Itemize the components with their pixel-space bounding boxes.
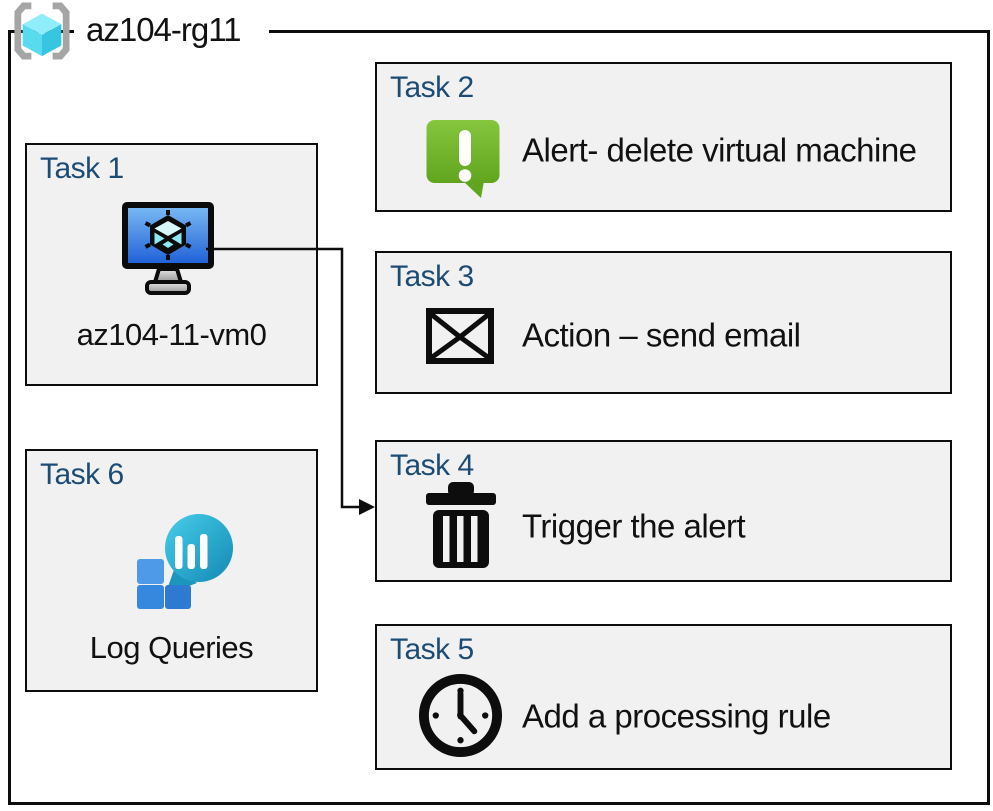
alert-icon (426, 120, 500, 198)
log-queries-icon (137, 514, 233, 609)
task-3-caption: Action – send email (522, 316, 801, 354)
task-box-4: Task 4 Trigger the alert (375, 440, 952, 582)
task-box-1: Task 1 az104-11-v (25, 143, 318, 386)
task-1-caption: az104-11-vm0 (76, 317, 267, 352)
virtual-machine-icon (122, 202, 214, 295)
task-2-caption: Alert- delete virtual machine (522, 131, 917, 169)
task-5-caption: Add a processing rule (522, 697, 831, 735)
task-box-3: Task 3 Action – send email (375, 251, 952, 394)
task-6-caption: Log Queries (89, 630, 254, 665)
task-6-label: Task 6 (40, 458, 124, 491)
resource-group-label: az104-rg11 (74, 10, 269, 52)
task-4-caption: Trigger the alert (522, 507, 746, 545)
task-box-6: Task 6 Log Queries (25, 449, 318, 692)
task-box-5: Task 5 Add a processing rule (375, 624, 952, 770)
clock-icon (418, 673, 503, 758)
email-icon (426, 308, 494, 364)
task-box-2: Task 2 Alert- delete virtual machine (375, 62, 952, 212)
task-4-label: Task 4 (390, 449, 474, 482)
trash-icon (426, 482, 496, 568)
task-1-label: Task 1 (40, 152, 124, 185)
task-3-label: Task 3 (390, 260, 474, 293)
resource-group-header: az104-rg11 (10, 0, 269, 62)
task-2-label: Task 2 (390, 71, 474, 104)
resource-group-icon (14, 2, 70, 60)
task-5-label: Task 5 (390, 633, 474, 666)
